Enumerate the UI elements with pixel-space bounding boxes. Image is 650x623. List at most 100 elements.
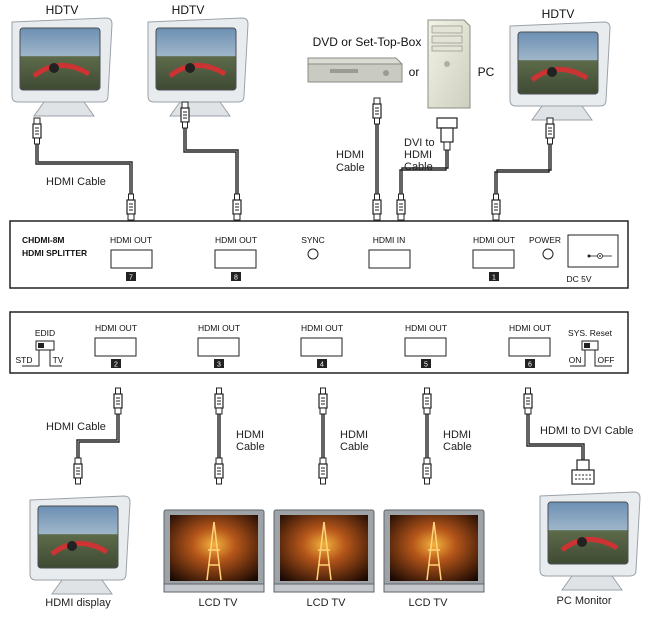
pc-tower-icon — [427, 19, 471, 109]
back-port-4-number: 4 — [320, 362, 324, 369]
back-2-plug-icon — [113, 387, 123, 415]
back-port-3-label: HDMI OUT — [198, 323, 240, 333]
source-label: DVD or Set-Top-Box — [313, 35, 422, 49]
bottom-cable-label-2a: HDMI — [236, 429, 264, 441]
dvi-cable-label: HDMI to DVI Cable — [540, 425, 634, 437]
lcd-2-plug-icon — [318, 457, 328, 485]
back-port-3-number: 3 — [217, 362, 221, 369]
dvi-cable-label-1: DVI to — [404, 137, 435, 149]
bottom-cable-label-2b: Cable — [236, 441, 265, 453]
hdtv-label-2: HDTV — [172, 3, 205, 17]
bottom-cable-label-4b: Cable — [443, 441, 472, 453]
hdtv-3-monitor-icon — [510, 22, 610, 120]
front-port-7-number: 7 — [129, 275, 133, 282]
lcd-1-plug-icon — [214, 457, 224, 485]
dc-power-jack[interactable]: DC 5V — [566, 234, 619, 284]
back-4-plug-icon — [318, 387, 328, 415]
lcd-2-label: LCD TV — [307, 597, 347, 609]
back-port-out-5[interactable]: HDMI OUT 5 — [404, 323, 447, 369]
in-plug-icon — [372, 193, 382, 221]
or-label: or — [409, 65, 420, 79]
dvi-in-plug-icon — [396, 193, 406, 221]
on-label: ON — [569, 355, 582, 365]
front-port-7-label: HDMI OUT — [110, 235, 152, 245]
dvd-plug-icon — [372, 97, 382, 125]
splitter-front-panel — [9, 220, 629, 289]
hdtv-3-plug-icon — [545, 117, 555, 145]
lcd-1-label: LCD TV — [199, 597, 239, 609]
dvi-plug-icon — [571, 459, 595, 485]
front-port-1-label: HDMI OUT — [473, 235, 515, 245]
front-port-out-8[interactable]: HDMI OUT 8 — [214, 235, 257, 282]
display-plug-icon — [73, 457, 83, 485]
bottom-cable-label-3b: Cable — [340, 441, 369, 453]
display-label: HDMI display — [45, 597, 111, 609]
dvd-cable-label-2: Cable — [336, 162, 365, 174]
out7-plug-icon — [126, 193, 136, 221]
back-port-6-label: HDMI OUT — [509, 323, 551, 333]
hdtv-label-3: HDTV — [542, 7, 575, 21]
back-port-out-2[interactable]: HDMI OUT 2 — [94, 323, 137, 369]
front-port-out-1[interactable]: HDMI OUT 1 — [472, 235, 515, 282]
front-port-in-label: HDMI IN — [373, 235, 406, 245]
sync-indicator: SYNC — [301, 235, 325, 260]
back-3-plug-icon — [214, 387, 224, 415]
back-port-5-number: 5 — [424, 362, 428, 369]
bottom-cable-label-4a: HDMI — [443, 429, 471, 441]
front-port-out-7[interactable]: HDMI OUT 7 — [110, 235, 153, 282]
back-port-out-3[interactable]: HDMI OUT 3 — [197, 323, 240, 369]
bottom-cable-label-1: HDMI Cable — [46, 421, 106, 433]
top-cable-label-1: HDMI Cable — [46, 176, 106, 188]
power-label: POWER — [529, 235, 561, 245]
dvi-cable-label-2: HDMI — [404, 149, 432, 161]
front-port-8-number: 8 — [234, 275, 238, 282]
top-cables — [35, 124, 552, 197]
tv-label: TV — [53, 355, 64, 365]
power-indicator: POWER — [529, 235, 561, 260]
sync-label: SYNC — [301, 235, 325, 245]
sys-reset-switch[interactable]: SYS. Reset ON OFF — [568, 328, 615, 367]
bottom-cables — [76, 414, 585, 462]
splitter-model: CHDMI-8M — [22, 235, 65, 245]
back-port-4-label: HDMI OUT — [301, 323, 343, 333]
back-port-2-number: 2 — [114, 362, 118, 369]
edid-switch[interactable]: EDID STD TV — [16, 328, 64, 367]
front-port-8-label: HDMI OUT — [215, 235, 257, 245]
front-port-in[interactable]: HDMI IN — [368, 235, 411, 269]
out8-plug-icon — [232, 193, 242, 221]
back-port-out-4[interactable]: HDMI OUT 4 — [300, 323, 343, 369]
lcd-tv-3-icon — [383, 509, 485, 593]
hdmi-display-monitor-icon — [30, 496, 130, 594]
lcd-tv-2-icon — [273, 509, 375, 593]
hdtv-1-monitor-icon — [12, 18, 112, 116]
out1-plug-icon — [491, 193, 501, 221]
dc-label: DC 5V — [566, 274, 591, 284]
hdtv-2-plug-icon — [180, 101, 190, 129]
back-5-plug-icon — [422, 387, 432, 415]
pc-label: PC — [478, 65, 495, 79]
lcd-tv-1-icon — [163, 509, 265, 593]
front-port-1-number: 1 — [492, 275, 496, 282]
lcd-3-plug-icon — [422, 457, 432, 485]
lcd-3-label: LCD TV — [409, 597, 449, 609]
edid-label: EDID — [35, 328, 55, 338]
sys-reset-label: SYS. Reset — [568, 328, 613, 338]
back-port-2-label: HDMI OUT — [95, 323, 137, 333]
pc-monitor-label: PC Monitor — [556, 595, 611, 607]
splitter-name: HDMI SPLITTER — [22, 248, 87, 258]
bottom-cable-label-3a: HDMI — [340, 429, 368, 441]
dc-polarity-icon — [587, 253, 612, 259]
pc-monitor-icon — [540, 492, 640, 590]
dvd-cable-label-1: HDMI — [336, 149, 364, 161]
off-label: OFF — [598, 355, 615, 365]
hdtv-2-monitor-icon — [148, 18, 248, 116]
back-port-out-6[interactable]: HDMI OUT 6 — [508, 323, 551, 369]
back-6-plug-icon — [523, 387, 533, 415]
back-port-6-number: 6 — [528, 362, 532, 369]
back-port-5-label: HDMI OUT — [405, 323, 447, 333]
std-label: STD — [16, 355, 33, 365]
dvd-player-icon — [307, 57, 403, 83]
hdtv-1-plug-icon — [32, 117, 42, 145]
hdtv-label-1: HDTV — [46, 3, 79, 17]
